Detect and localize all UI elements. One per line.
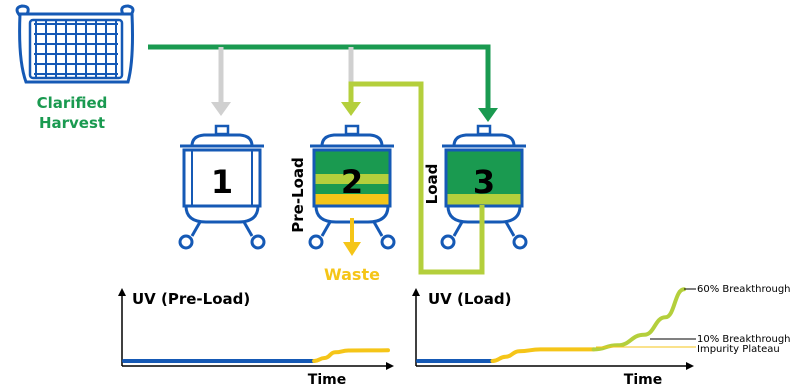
column-1-icon xyxy=(178,124,266,250)
column-2-side-label: Pre-Load xyxy=(289,157,307,233)
chart1-series xyxy=(122,348,390,364)
arrow-right-icon xyxy=(386,362,394,370)
annotation-60pct: 60% Breakthrough xyxy=(697,284,791,295)
column-1-number: 1 xyxy=(211,163,233,201)
chart1-ylabel: UV (Pre-Load) xyxy=(132,290,250,308)
chart2-ylabel: UV (Load) xyxy=(428,290,511,308)
annotation-10pct: 10% Breakthrough xyxy=(697,334,791,345)
column-2-icon xyxy=(308,124,396,250)
arrow-right-icon xyxy=(686,362,694,370)
source-label-line1: Clarified xyxy=(37,94,108,112)
feed-line-to-column-3 xyxy=(148,44,491,112)
chart-preload: UV (Pre-Load) Time xyxy=(118,288,394,387)
arrow-down-icon xyxy=(211,102,231,116)
chart2-xlabel: Time xyxy=(624,372,662,387)
column-3-number: 3 xyxy=(473,163,495,201)
chart2-series-light_green xyxy=(591,287,686,352)
arrow-up-icon xyxy=(118,288,126,296)
waste-label: Waste xyxy=(324,265,380,284)
chart2-series xyxy=(416,287,686,364)
source-label-line2: Harvest xyxy=(39,114,105,132)
arrow-down-icon xyxy=(343,242,361,256)
chart1-xlabel: Time xyxy=(308,372,346,387)
chart1-series-yellow xyxy=(312,348,390,363)
annotation-impurity-plateau: Impurity Plateau xyxy=(697,344,780,355)
column-2-number: 2 xyxy=(341,163,363,201)
arrow-down-icon xyxy=(341,102,361,116)
chart2-series-yellow xyxy=(490,347,596,363)
harvest-bag-icon xyxy=(15,4,135,84)
arrow-up-icon xyxy=(412,288,420,296)
chart-load: UV (Load) Time 60% Breakthrough 10% Brea… xyxy=(412,284,791,387)
arrow-down-icon xyxy=(478,108,498,122)
column-3-side-label: Load xyxy=(423,164,441,205)
